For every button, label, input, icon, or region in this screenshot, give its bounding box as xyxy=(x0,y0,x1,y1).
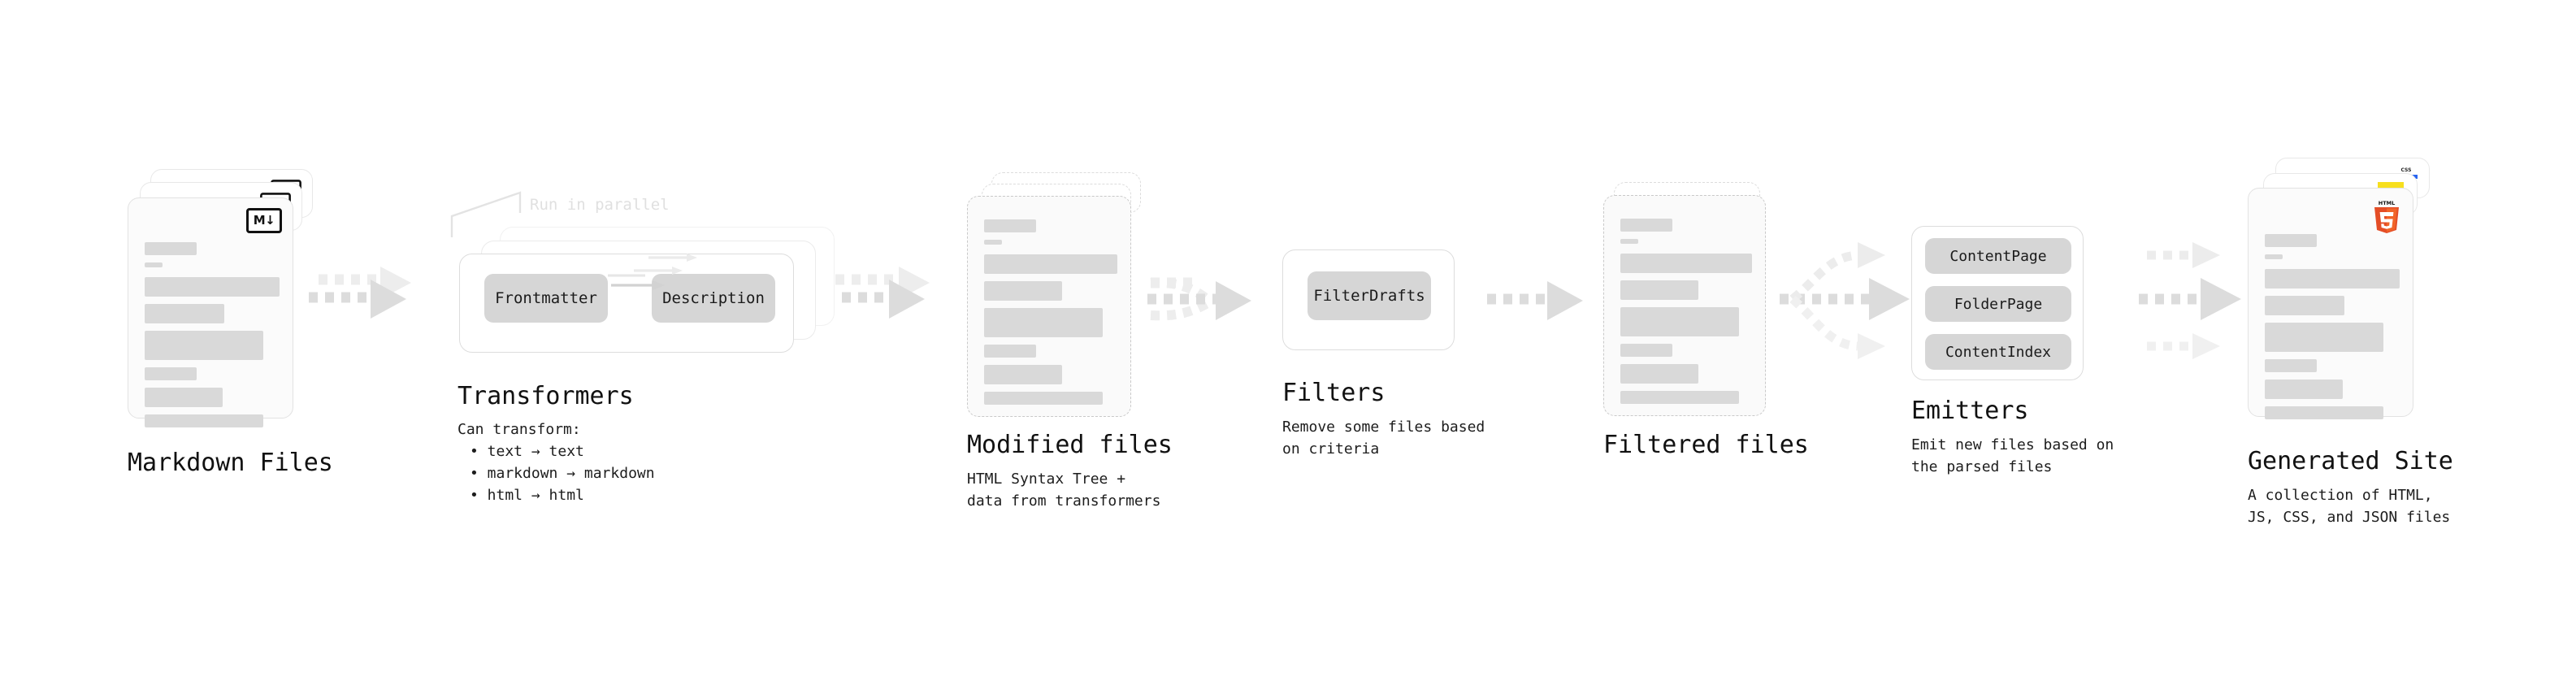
stage-subtitle-generated-site: A collection of HTML, JS, CSS, and JSON … xyxy=(2248,487,2451,526)
skeleton-line xyxy=(145,414,263,427)
stage-title-filters: Filters xyxy=(1282,379,1386,407)
skeleton-line xyxy=(1620,280,1698,300)
html5-shield-svg: HTML xyxy=(2374,200,2399,233)
arrow-modified-to-filters xyxy=(1147,277,1251,321)
emitter-pill-contentpage[interactable]: ContentPage xyxy=(1925,238,2071,274)
skeleton-line xyxy=(145,388,223,407)
transformer-pill-frontmatter[interactable]: Frontmatter xyxy=(484,274,608,323)
stage-title-modified-files: Modified files xyxy=(967,431,1173,459)
markdown-card-front: M↓ xyxy=(128,197,293,427)
filter-pill-filterdrafts[interactable]: FilterDrafts xyxy=(1308,271,1431,320)
stage-title-transformers: Transformers xyxy=(458,382,634,410)
skeleton-line xyxy=(984,281,1062,301)
transformers-bullet-0: • text → text xyxy=(470,443,584,460)
transformers-bullet-2: • html → html xyxy=(470,487,584,504)
skeleton-line xyxy=(145,277,280,297)
emitter-pill-folderpage[interactable]: FolderPage xyxy=(1925,286,2071,322)
skeleton-line xyxy=(1620,239,1638,244)
skeleton-line xyxy=(145,367,197,380)
generated-card-front: HTML xyxy=(2248,188,2413,419)
skeleton-line xyxy=(2265,296,2344,315)
stage-subtitle-emitters: Emit new files based on the parsed files xyxy=(1911,436,2114,475)
skeleton-line xyxy=(984,392,1103,405)
run-in-parallel-label: Run in parallel xyxy=(530,196,670,214)
markdown-card-skeleton-lines xyxy=(145,242,280,435)
arrow-filtered-to-emitters xyxy=(1780,242,1910,359)
skeleton-line xyxy=(1620,364,1698,384)
skeleton-line xyxy=(1620,219,1672,232)
skeleton-line xyxy=(145,242,197,255)
skeleton-line xyxy=(984,365,1062,384)
stage-subtitle-modified-files: HTML Syntax Tree + data from transformer… xyxy=(967,471,1161,510)
emitters-box: ContentPage FolderPage ContentIndex xyxy=(1911,226,2084,380)
skeleton-line xyxy=(1620,344,1672,357)
modified-card-front xyxy=(967,196,1131,417)
skeleton-line xyxy=(984,240,1002,245)
arrow-filters-to-filtered xyxy=(1487,281,1583,320)
stage-subtitle-filters: Remove some files based on criteria xyxy=(1282,419,1485,458)
stage-title-emitters: Emitters xyxy=(1911,397,2029,425)
skeleton-line xyxy=(984,254,1117,274)
emitter-pill-contentindex[interactable]: ContentIndex xyxy=(1925,334,2071,370)
markdown-badge-icon: M↓ xyxy=(246,208,282,233)
skeleton-line xyxy=(1620,307,1739,336)
arrow-transformers-to-modified xyxy=(826,267,930,319)
skeleton-line xyxy=(1620,254,1752,273)
skeleton-line xyxy=(2265,269,2400,288)
transformers-bullet-1: • markdown → markdown xyxy=(470,465,655,482)
modified-card-skeleton-lines xyxy=(984,219,1117,412)
skeleton-line xyxy=(2265,234,2317,247)
skeleton-line xyxy=(2265,406,2383,419)
markdown-badge-arrow: ↓ xyxy=(265,213,275,228)
arrow-emitters-to-generated-site xyxy=(2139,242,2241,359)
stage-title-generated-site: Generated Site xyxy=(2248,447,2453,475)
transformers-box-front: Frontmatter Description xyxy=(459,254,794,353)
stage-markdown-files: M M M↓ Markdown Files xyxy=(0,0,341,681)
skeleton-line xyxy=(2265,380,2343,399)
css-badge-label: CSS xyxy=(2400,167,2412,173)
skeleton-line xyxy=(2265,254,2283,259)
generated-card-skeleton-lines xyxy=(2265,234,2400,427)
html5-badge-icon: HTML xyxy=(2372,199,2401,235)
stage-subtitle-transformers: Can transform: xyxy=(458,421,581,438)
skeleton-line xyxy=(145,331,263,360)
markdown-badge-letter: M xyxy=(253,213,266,228)
filtered-card-front xyxy=(1603,195,1766,416)
svg-text:HTML: HTML xyxy=(2379,200,2395,206)
filtered-card-skeleton-lines xyxy=(1620,219,1752,411)
skeleton-line xyxy=(984,308,1103,337)
filters-box: FilterDrafts xyxy=(1282,249,1455,350)
skeleton-line xyxy=(145,262,163,267)
skeleton-line xyxy=(2265,323,2383,352)
skeleton-line xyxy=(145,304,224,323)
skeleton-line xyxy=(2265,359,2317,372)
stage-title-markdown-files: Markdown Files xyxy=(128,449,333,477)
skeleton-line xyxy=(1620,391,1739,404)
stage-title-filtered-files: Filtered files xyxy=(1603,431,1809,459)
skeleton-line xyxy=(984,345,1036,358)
transformer-pill-description[interactable]: Description xyxy=(652,274,775,323)
skeleton-line xyxy=(984,219,1036,232)
